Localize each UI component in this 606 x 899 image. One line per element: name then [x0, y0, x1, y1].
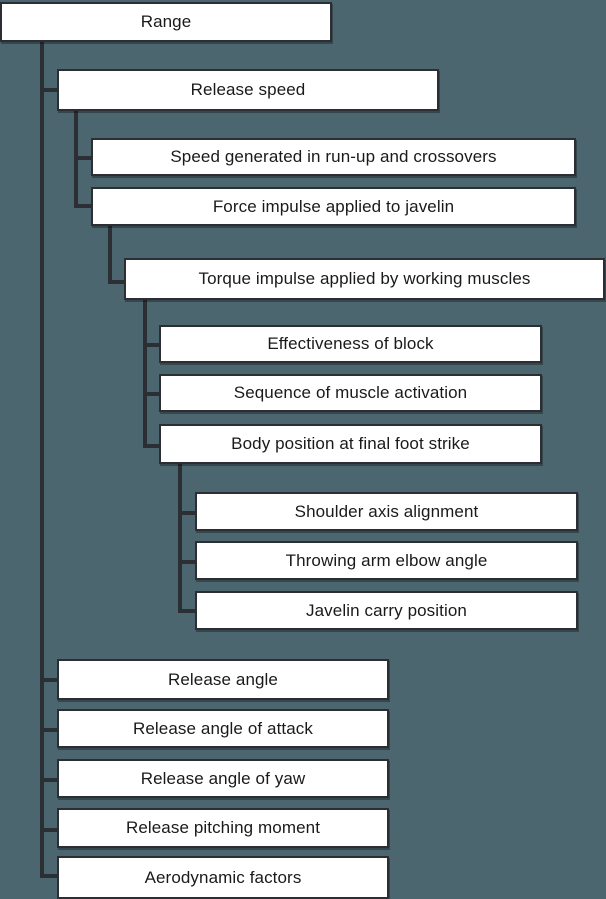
- connector-elbow-torque-impulse: [108, 280, 128, 284]
- node-body-position-at-final-foot-strike[interactable]: Body position at final foot strike: [159, 424, 542, 464]
- node-release-angle-of-yaw[interactable]: Release angle of yaw: [57, 759, 389, 798]
- connector-elbow-throwing-arm-elbow-angle: [178, 560, 198, 564]
- connector-elbow-release-angle-of-yaw: [40, 778, 60, 782]
- node-force-impulse-applied-to-javelin[interactable]: Force impulse applied to javelin: [91, 187, 576, 226]
- node-label: Release speed: [190, 80, 306, 99]
- node-speed-generated-in-run-up-and-crossovers[interactable]: Speed generated in run-up and crossovers: [91, 138, 576, 176]
- node-label: Throwing arm elbow angle: [285, 550, 488, 570]
- connector-elbow-release-angle: [40, 678, 60, 682]
- connector-trunk-range: [40, 38, 44, 878]
- node-label: Speed generated in run-up and crossovers: [170, 147, 497, 166]
- node-throwing-arm-elbow-angle[interactable]: Throwing arm elbow angle: [195, 541, 578, 580]
- connector-elbow-release-pitching-moment: [40, 828, 60, 832]
- node-label: Shoulder axis alignment: [294, 501, 479, 521]
- node-effectiveness-of-block[interactable]: Effectiveness of block: [159, 325, 542, 363]
- node-label: Release angle of attack: [133, 718, 313, 738]
- connector-elbow-sequence-of-muscle-activation: [143, 392, 163, 396]
- connector-elbow-release-speed: [40, 88, 60, 92]
- node-label: Effectiveness of block: [267, 334, 434, 353]
- node-label: Release angle of yaw: [140, 768, 306, 788]
- node-label: Sequence of muscle activation: [233, 383, 468, 402]
- node-release-pitching-moment[interactable]: Release pitching moment: [57, 808, 389, 848]
- connector-elbow-force-impulse: [74, 204, 94, 208]
- node-label: Torque impulse applied by working muscle…: [198, 269, 531, 288]
- connector-trunk-body-position: [178, 464, 182, 612]
- connector-trunk-force-impulse: [108, 226, 112, 284]
- connector-elbow-body-position: [143, 444, 163, 448]
- node-label: Aerodynamic factors: [144, 867, 302, 887]
- connector-elbow-aerodynamic-factors: [40, 874, 60, 878]
- node-release-angle-of-attack[interactable]: Release angle of attack: [57, 709, 389, 748]
- connector-elbow-release-angle-of-attack: [40, 728, 60, 732]
- connector-elbow-effectiveness-of-block: [143, 343, 163, 347]
- node-label: Body position at final foot strike: [231, 434, 470, 453]
- node-release-speed[interactable]: Release speed: [57, 69, 439, 111]
- node-sequence-of-muscle-activation[interactable]: Sequence of muscle activation: [159, 374, 542, 412]
- connector-elbow-shoulder-axis-alignment: [178, 511, 198, 515]
- node-label: Release angle: [168, 669, 278, 689]
- node-release-angle[interactable]: Release angle: [57, 659, 389, 700]
- node-label: Range: [140, 12, 192, 31]
- connector-trunk-torque-impulse: [143, 300, 147, 448]
- node-label: Javelin carry position: [306, 600, 467, 620]
- node-label: Force impulse applied to javelin: [212, 196, 455, 216]
- node-torque-impulse-applied-by-working-muscles[interactable]: Torque impulse applied by working muscle…: [124, 258, 605, 300]
- node-aerodynamic-factors[interactable]: Aerodynamic factors: [57, 856, 389, 899]
- connector-elbow-speed-generated: [74, 156, 94, 160]
- connector-elbow-javelin-carry-position: [178, 609, 198, 613]
- node-label: Release pitching moment: [125, 818, 321, 837]
- node-range[interactable]: Range: [0, 2, 332, 42]
- node-shoulder-axis-alignment[interactable]: Shoulder axis alignment: [195, 492, 578, 531]
- node-javelin-carry-position[interactable]: Javelin carry position: [195, 591, 578, 630]
